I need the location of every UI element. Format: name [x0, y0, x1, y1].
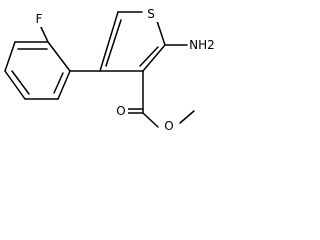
ester-oxygen-label-mask — [162, 118, 176, 134]
bond-c4-c5 — [4, 70, 26, 100]
amino-label: NH2 — [189, 38, 215, 52]
fluorine-label-mask — [32, 11, 46, 27]
bond-ester-o-methyl — [179, 110, 195, 124]
bond-ipso-ortho — [47, 41, 71, 72]
amino-label-mask — [188, 37, 218, 53]
bond-c2-c3-inner — [139, 46, 159, 67]
bond-c6-ipso — [57, 70, 71, 100]
carbonyl-oxygen-label-mask — [114, 102, 128, 118]
fluorophenyl-ring — [4, 24, 101, 100]
carbonyl-oxygen-label: O — [116, 104, 125, 118]
bond-carbonyl-ester-o — [142, 112, 159, 128]
bond-ortho-fluorine — [39, 24, 49, 43]
bond-c4-c5-inner — [105, 19, 122, 67]
ester-oxygen-label: O — [164, 119, 173, 133]
bond-c3-c4 — [4, 41, 16, 72]
sulfur-label-mask — [144, 6, 158, 22]
bond-c4-c5-inner — [11, 70, 30, 95]
thiophene-ring — [99, 11, 166, 72]
chemical-structure-drawing: S NH2 F O O — [4, 6, 218, 134]
sulfur-label: S — [147, 7, 155, 21]
bond-c2-c3 — [142, 44, 166, 72]
bond-c6-ipso-inner — [53, 72, 64, 94]
fluorine-label: F — [36, 12, 43, 26]
bond-c4-c5 — [99, 11, 119, 72]
bond-s-c2 — [156, 20, 166, 46]
methyl-ester-group — [125, 70, 195, 128]
